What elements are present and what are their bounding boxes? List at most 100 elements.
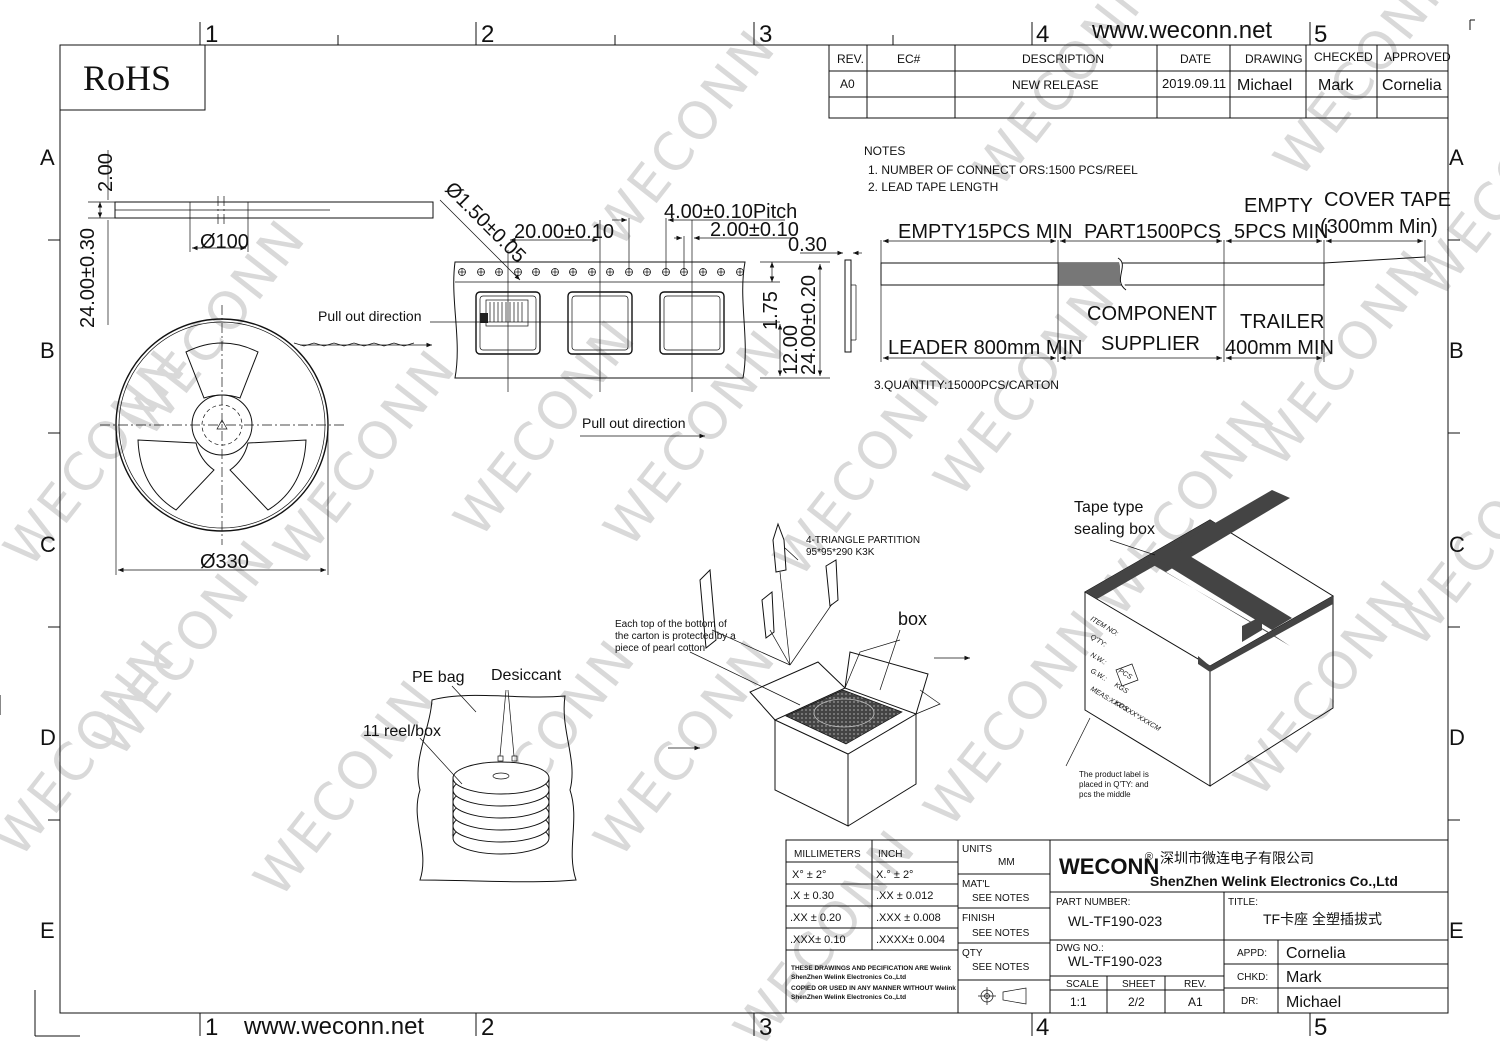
sheet-label: SHEET — [1122, 979, 1155, 990]
qty-label: QTY — [962, 948, 983, 959]
qty-value: SEE NOTES — [972, 962, 1030, 973]
brand-logo: WECONN — [1059, 854, 1159, 879]
zone-row-d: D — [40, 725, 56, 750]
rohs-box — [59, 44, 206, 111]
zone-row-b: B — [1449, 338, 1464, 363]
zone-col-5: 5 — [1314, 1014, 1327, 1041]
approved-header: APPROVED — [1384, 50, 1451, 64]
pull-direction-label: Pull out direction — [318, 308, 422, 324]
trailer-label-2: 400mm MIN — [1225, 337, 1334, 359]
rev-value: A0 — [840, 77, 855, 91]
notes: NOTES 1. NUMBER OF CONNECT ORS:1500 PCS/… — [864, 144, 1138, 392]
desiccant-label: Desiccant — [491, 667, 562, 684]
reel-front-view: Ø330 — [100, 305, 344, 575]
zone-row-a: A — [1449, 145, 1464, 170]
site-url-top[interactable]: www.weconn.net — [1091, 17, 1272, 44]
drawing-value: Michael — [1237, 77, 1292, 94]
part-number-value: WL-TF190-023 — [1068, 913, 1162, 929]
disclaimer-line-2: ShenZhen Welink Electronics Co.,Ltd — [791, 974, 906, 981]
scale-label: SCALE — [1066, 979, 1099, 990]
sealing-box-label-2: sealing box — [1074, 521, 1155, 538]
component-label-2: SUPPLIER — [1101, 333, 1200, 355]
units-label: UNITS — [962, 844, 992, 855]
pe-bag-label: PE bag — [412, 669, 464, 686]
notes-title: NOTES — [864, 144, 905, 158]
dwg-no-value: WL-TF190-023 — [1068, 953, 1162, 969]
zone-row-c: C — [1449, 532, 1465, 557]
cavity-pitch-dim: 20.00±0.10 — [514, 221, 614, 243]
dr-value: Michael — [1286, 994, 1341, 1011]
registered-mark: ® — [1145, 851, 1153, 863]
watermark: WECONN — [243, 668, 449, 908]
tape-width-dim: 24.00±0.20 — [798, 275, 820, 375]
zone-row-b: B — [40, 338, 55, 363]
checked-header: CHECKED — [1314, 50, 1373, 64]
thickness-dim: 0.30 — [788, 234, 827, 256]
zone-row-d: D — [1449, 725, 1465, 750]
watermark: WECONN — [1263, 0, 1469, 188]
tol-mm-1: .X ± 0.30 — [790, 890, 834, 902]
pearl-cotton-label-2: the carton is protected by a — [615, 631, 736, 642]
hub-diameter-dim: Ø100 — [200, 231, 249, 253]
zone-col-3: 3 — [759, 21, 772, 48]
company-name-en: ShenZhen Welink Electronics Co.,Ltd — [1150, 873, 1398, 889]
pull-direction-1: Pull out direction — [293, 308, 432, 348]
zone-col-1: 1 — [205, 1014, 218, 1041]
chkd-value: Mark — [1286, 969, 1323, 986]
zone-col-3: 3 — [759, 1014, 772, 1041]
reels-per-box-label: 11 reel/box — [363, 723, 441, 740]
tol-mm-0: X° ± 2° — [792, 869, 826, 881]
zone-col-4: 4 — [1036, 1014, 1049, 1041]
date-value: 2019.09.11 — [1162, 76, 1226, 91]
tol-head-inch: INCH — [878, 849, 902, 860]
zone-row-c: C — [40, 532, 56, 557]
appd-value: Cornelia — [1286, 945, 1346, 962]
tol-head-mm: MILLIMETERS — [794, 849, 861, 860]
watermark: WECONN — [0, 628, 189, 868]
disclaimer-line-1: THESE DRAWINGS AND PECIFICATION ARE Weli… — [791, 965, 951, 972]
empty-trailer-label-2: 5PCS MIN — [1234, 221, 1328, 243]
zone-row-a: A — [40, 145, 55, 170]
checked-value: Mark — [1318, 77, 1355, 94]
component-label-1: COMPONENT — [1087, 303, 1217, 325]
pearl-cotton-label-1: Each top of the bottom of — [615, 619, 727, 630]
description-header: DESCRIPTION — [1022, 52, 1104, 66]
center-dim: 12.00 — [780, 325, 802, 375]
product-label-note-2: placed in Q'TY: and — [1079, 780, 1149, 789]
zone-row-e: E — [40, 918, 55, 943]
zone-col-4: 4 — [1036, 21, 1049, 48]
leader-label: LEADER 800mm MIN — [888, 337, 1083, 359]
open-box: 4-TRIANGLE PARTITION 95*95*290 K3K Each … — [615, 522, 941, 827]
chkd-label: CHKD: — [1237, 972, 1268, 983]
site-url-bottom[interactable]: www.weconn.net — [243, 1013, 424, 1040]
revision-table: REV. EC# DESCRIPTION DATE DRAWING CHECKE… — [828, 44, 1451, 119]
product-label-note-1: The product label is — [1079, 770, 1149, 779]
sealed-carton: ITEM NO: Q'TY: PCS N.W.: KGS G.W.: KGS M… — [1065, 490, 1334, 799]
note-3: 3.QUANTITY:15000PCS/CARTON — [874, 378, 1059, 392]
title-label: TITLE: — [1228, 897, 1258, 908]
trailer-label-1: TRAILER — [1240, 311, 1324, 333]
zone-row-e: E — [1449, 918, 1464, 943]
box-label: box — [898, 609, 927, 629]
partition-label-1: 4-TRIANGLE PARTITION — [806, 535, 920, 546]
title-block: MILLIMETERS INCH X° ± 2° .X ± 0.30 .XX ±… — [785, 839, 1449, 1014]
approved-value: Cornelia — [1382, 77, 1442, 94]
drawing-header: DRAWING — [1245, 52, 1303, 66]
description-value: NEW RELEASE — [1012, 78, 1099, 92]
empty-leader-label: EMPTY15PCS MIN — [898, 221, 1072, 243]
reel-side-view: Ø100 2.00 24.00±0.30 — [77, 150, 434, 328]
partition-label-2: 95*95*290 K3K — [806, 547, 875, 558]
note-2: 2. LEAD TAPE LENGTH — [868, 180, 998, 194]
carrier-tape: Ø1.50±0.05 20.00±0.10 4.00±0.10Pitch 2.0… — [430, 178, 862, 392]
watermark: WECONN — [1383, 418, 1500, 658]
tol-inch-0: X.° ± 2° — [876, 869, 913, 881]
disclaimer-line-4: ShenZhen Welink Electronics Co.,Ltd — [791, 994, 906, 1001]
cover-tape-label-2: (300mm Min) — [1320, 216, 1438, 238]
date-header: DATE — [1180, 52, 1211, 66]
company-name-cn: 深圳市微连电子有限公司 — [1160, 850, 1314, 866]
dwg-no-label: DWG NO.: — [1056, 943, 1104, 954]
matl-label: MAT'L — [962, 879, 990, 890]
part-label: PART1500PCS — [1084, 221, 1221, 243]
matl-value: SEE NOTES — [972, 893, 1030, 904]
